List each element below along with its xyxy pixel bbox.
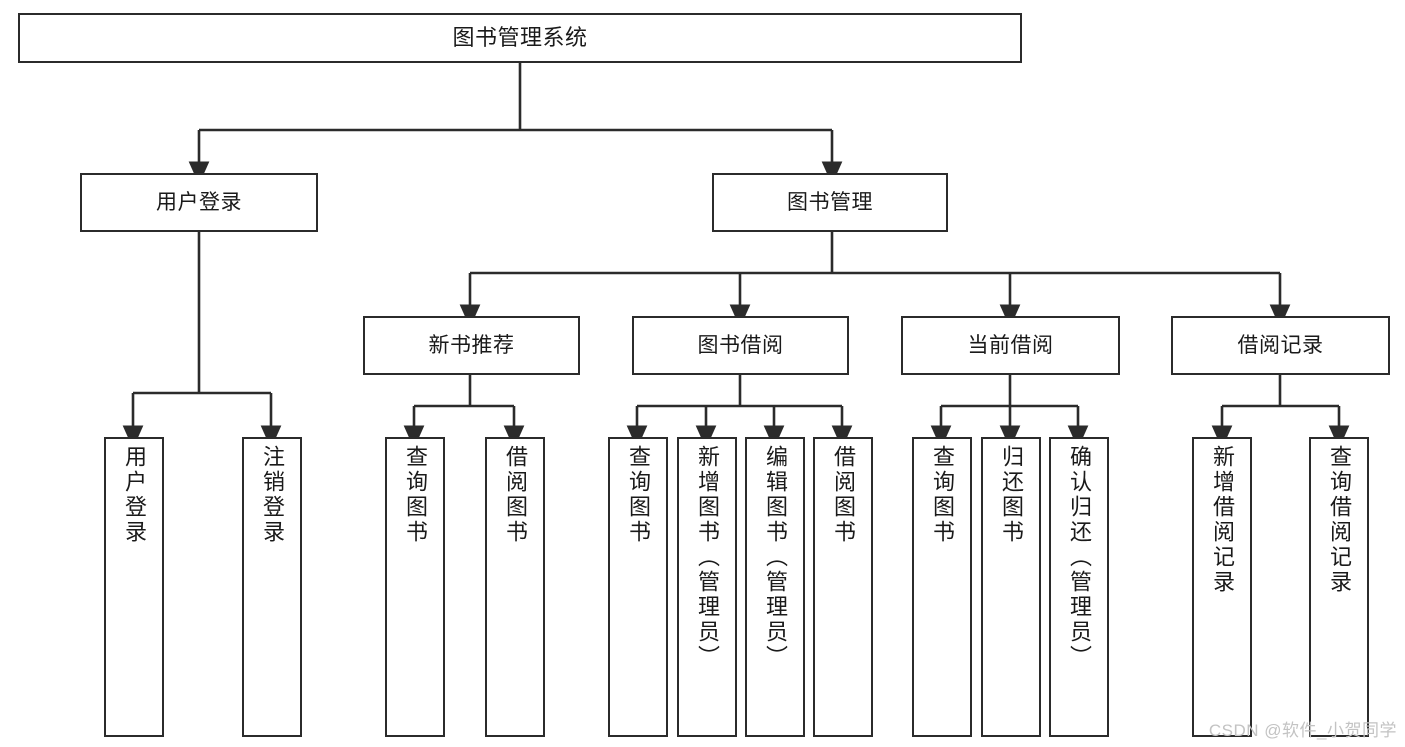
node-label: 新增借阅记录 [1210,445,1235,595]
node-label: 新书推荐 [428,333,515,357]
node-label: 查询图书 [626,445,651,545]
node-leaf-borrow-book-1[interactable]: 借阅图书 [485,437,545,737]
node-label: 注销登录 [260,445,285,545]
node-label: 查询借阅记录 [1327,445,1352,595]
node-leaf-add-record[interactable]: 新增借阅记录 [1192,437,1252,737]
node-label: 当前借阅 [967,333,1054,357]
node-new-book-recommend[interactable]: 新书推荐 [363,316,580,375]
node-label: 图书管理 [787,190,873,214]
node-borrow-record[interactable]: 借阅记录 [1171,316,1390,375]
node-leaf-query-book-2[interactable]: 查询图书 [608,437,668,737]
node-label: 借阅记录 [1237,333,1324,357]
node-label: 用户登录 [122,445,147,545]
node-label: 借阅图书 [831,445,856,545]
node-book-management-system[interactable]: 图书管理系统 [18,13,1022,63]
node-label: 图书借阅 [697,333,784,357]
node-book-manage[interactable]: 图书管理 [712,173,948,232]
node-leaf-return-book[interactable]: 归还图书 [981,437,1041,737]
node-leaf-query-book-1[interactable]: 查询图书 [385,437,445,737]
node-label: 归还图书 [999,445,1024,545]
node-leaf-edit-book[interactable]: 编辑图书（管理员） [745,437,805,737]
node-book-borrow[interactable]: 图书借阅 [632,316,849,375]
node-label: 确认归还（管理员） [1067,445,1092,670]
node-leaf-add-book[interactable]: 新增图书（管理员） [677,437,737,737]
node-leaf-user-login[interactable]: 用户登录 [104,437,164,737]
node-leaf-query-record[interactable]: 查询借阅记录 [1309,437,1369,737]
node-label: 新增图书（管理员） [695,445,720,670]
node-label: 查询图书 [930,445,955,545]
node-label: 查询图书 [403,445,428,545]
node-label: 图书管理系统 [452,24,588,50]
node-label: 编辑图书（管理员） [763,445,788,670]
node-label: 借阅图书 [503,445,528,545]
node-leaf-borrow-book-2[interactable]: 借阅图书 [813,437,873,737]
csdn-watermark: CSDN @软件_小贺同学 [1208,721,1397,740]
node-leaf-query-book-3[interactable]: 查询图书 [912,437,972,737]
node-user-login[interactable]: 用户登录 [80,173,318,232]
node-leaf-logout-login[interactable]: 注销登录 [242,437,302,737]
node-label: 用户登录 [156,190,242,214]
node-current-borrow[interactable]: 当前借阅 [901,316,1120,375]
node-leaf-confirm-return[interactable]: 确认归还（管理员） [1049,437,1109,737]
